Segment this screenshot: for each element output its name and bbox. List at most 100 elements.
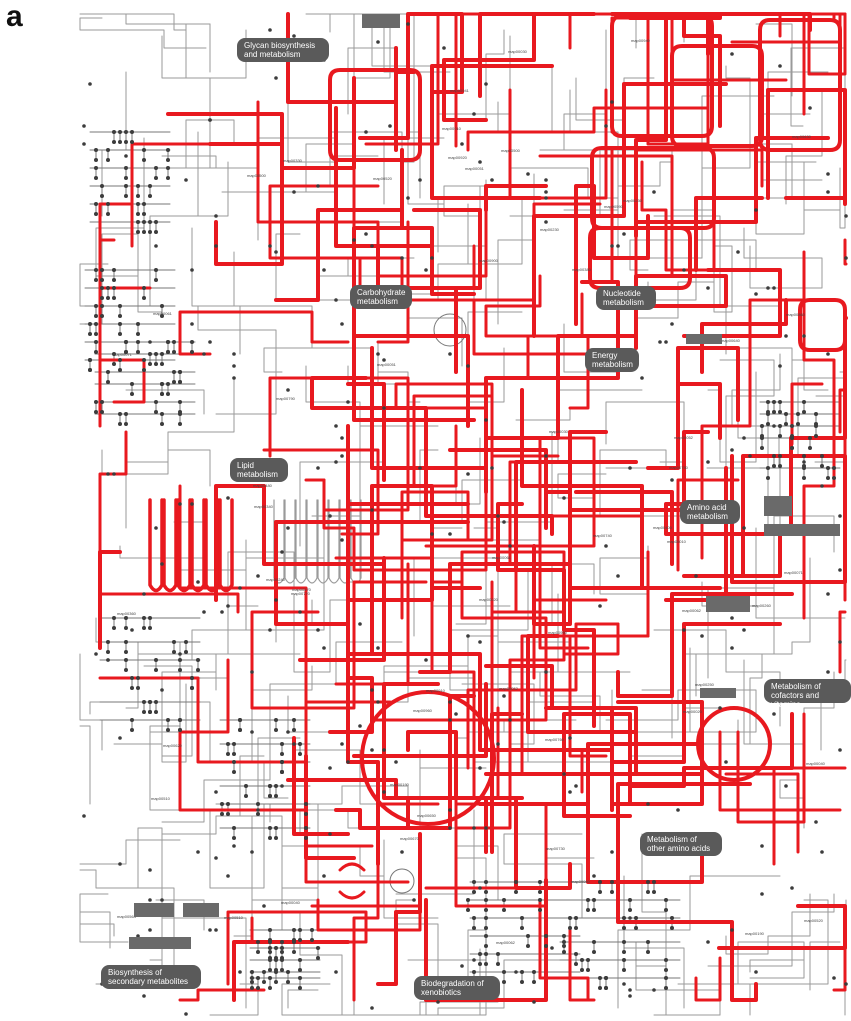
compound-node xyxy=(514,970,518,974)
compound-node xyxy=(142,994,146,998)
compound-node xyxy=(532,970,536,974)
map-id-label: map00860 xyxy=(786,312,806,317)
compound-node xyxy=(208,118,212,122)
compound-node xyxy=(412,898,416,902)
highlighted-pathway xyxy=(378,246,474,372)
compound-node xyxy=(250,970,254,974)
compound-node xyxy=(490,466,494,470)
compound-node xyxy=(124,154,128,158)
compound-node xyxy=(742,628,746,632)
compound-node xyxy=(190,686,194,690)
compound-node xyxy=(214,790,218,794)
base-pathway xyxy=(720,360,774,486)
compound-node xyxy=(280,752,284,756)
compound-node xyxy=(280,742,284,746)
compound-node xyxy=(232,770,236,774)
compound-node xyxy=(226,802,230,806)
compound-node xyxy=(766,476,770,480)
compound-node xyxy=(100,314,104,318)
map-id-label: map00030 xyxy=(508,49,528,54)
compound-node xyxy=(292,940,296,944)
compound-node xyxy=(772,454,776,458)
compound-node xyxy=(808,446,812,450)
compound-node xyxy=(484,952,488,956)
compound-node xyxy=(670,478,674,482)
compound-node xyxy=(622,232,626,236)
compound-node xyxy=(232,752,236,756)
compound-node xyxy=(178,370,182,374)
compound-node xyxy=(766,400,770,404)
compound-node xyxy=(730,646,734,650)
compound-node xyxy=(148,362,152,366)
compound-node xyxy=(274,598,278,602)
compound-node xyxy=(358,622,362,626)
map-id-label: map00900 xyxy=(479,258,499,263)
compound-node xyxy=(274,958,278,962)
map-id-label: map00040 xyxy=(281,900,301,905)
compound-node xyxy=(598,976,602,980)
compound-node xyxy=(766,422,770,426)
compound-node xyxy=(700,634,704,638)
compound-node xyxy=(838,514,842,518)
base-pathway xyxy=(192,228,234,306)
compound-node xyxy=(226,874,230,878)
compound-node xyxy=(502,694,506,698)
compound-node xyxy=(286,526,290,530)
compound-node xyxy=(826,592,830,596)
compound-node xyxy=(316,946,320,950)
compound-node xyxy=(94,202,98,206)
compound-node xyxy=(178,422,182,426)
compound-node xyxy=(142,592,146,596)
compound-node xyxy=(166,166,170,170)
compound-node xyxy=(448,826,452,830)
compound-node xyxy=(166,340,170,344)
compound-node xyxy=(112,296,116,300)
map-id-label: map00260 xyxy=(752,603,772,608)
compound-node xyxy=(106,650,110,654)
compound-node xyxy=(760,892,764,896)
compound-node xyxy=(250,986,254,990)
compound-node xyxy=(274,718,278,722)
highlighted-pathway xyxy=(516,14,570,48)
map-id-label: map00620 xyxy=(163,743,183,748)
compound-node xyxy=(160,562,164,566)
compound-node xyxy=(184,640,188,644)
compound-node xyxy=(466,472,470,476)
compound-node xyxy=(166,148,170,152)
compound-node xyxy=(256,808,260,812)
base-pathway xyxy=(666,960,720,1015)
compound-node xyxy=(238,970,242,974)
compound-node xyxy=(478,962,482,966)
compound-node xyxy=(142,626,146,630)
compound-node xyxy=(94,148,98,152)
compound-node xyxy=(202,610,206,614)
compound-node xyxy=(256,976,260,980)
compound-node xyxy=(112,472,116,476)
compound-node xyxy=(754,970,758,974)
map-id-label: map00500 xyxy=(247,173,267,178)
compound-node xyxy=(238,728,242,732)
compound-node xyxy=(484,962,488,966)
compound-node xyxy=(190,340,194,344)
compound-node xyxy=(568,926,572,930)
compound-node xyxy=(778,434,782,438)
compound-node xyxy=(370,688,374,692)
compound-node xyxy=(406,196,410,200)
compound-node xyxy=(550,946,554,950)
compound-node xyxy=(274,836,278,840)
compound-node xyxy=(562,496,566,500)
compound-node xyxy=(226,752,230,756)
compound-node xyxy=(682,628,686,632)
highlighted-pathway xyxy=(804,252,834,618)
compound-node xyxy=(322,646,326,650)
compound-node xyxy=(562,772,566,776)
compound-node xyxy=(94,176,98,180)
compound-node xyxy=(268,958,272,962)
compound-node xyxy=(280,550,284,554)
compound-node xyxy=(160,352,164,356)
compound-node xyxy=(622,968,626,972)
compound-node xyxy=(268,976,272,980)
compound-node xyxy=(154,166,158,170)
compound-node xyxy=(268,928,272,932)
compound-node xyxy=(520,970,524,974)
